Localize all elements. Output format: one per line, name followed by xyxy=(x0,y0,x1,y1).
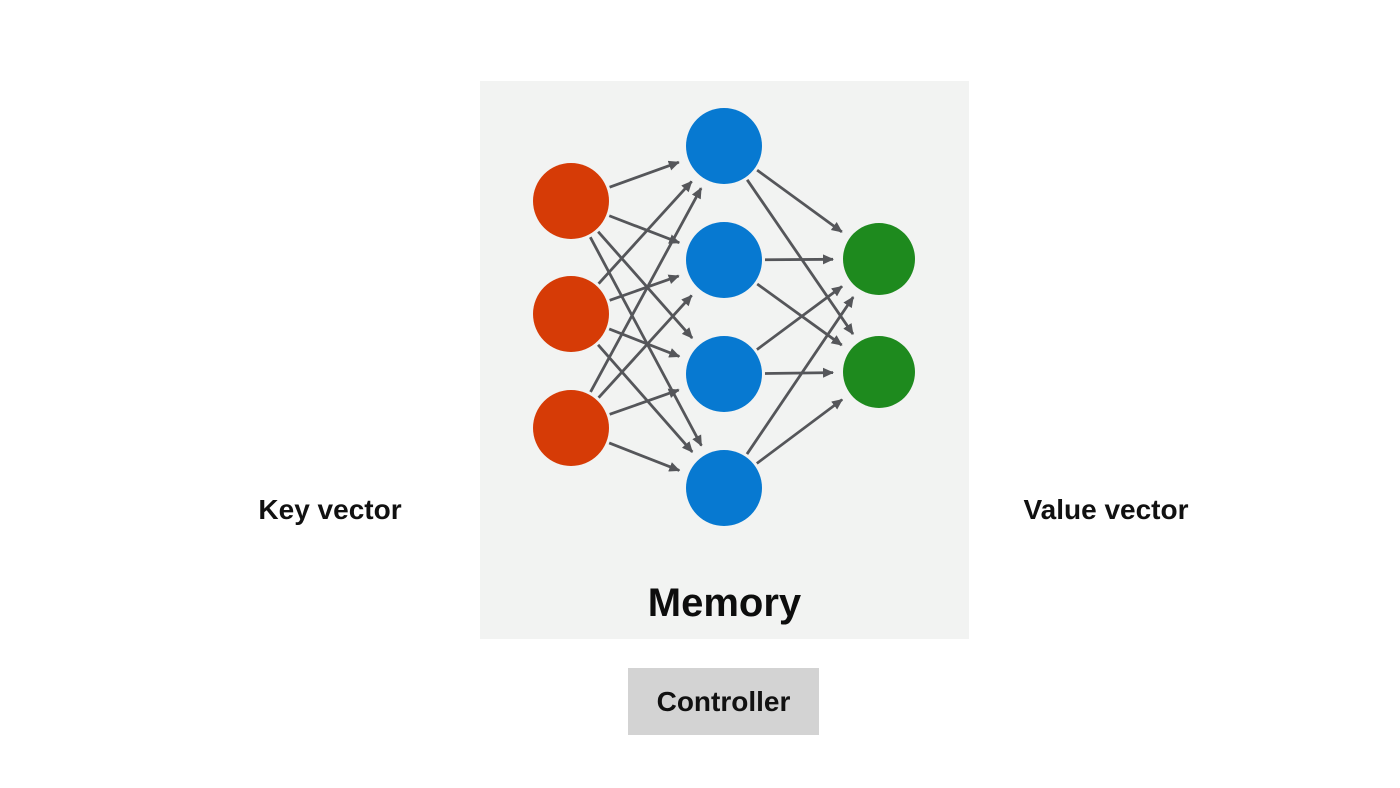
memory-node-3 xyxy=(686,336,762,412)
connection-arrow-key0-memory1 xyxy=(608,214,681,245)
key-node-2 xyxy=(533,276,609,352)
connection-arrows xyxy=(589,160,855,472)
memory-node-4 xyxy=(686,450,762,526)
connection-arrow-memory2-value1 xyxy=(764,367,835,378)
connection-arrow-key0-memory3 xyxy=(589,236,703,447)
connection-arrow-memory3-value1 xyxy=(755,398,844,465)
value-vector-label: Value vector xyxy=(1023,494,1189,525)
key-node-3 xyxy=(533,390,609,466)
connection-arrow-key2-memory0 xyxy=(589,187,703,393)
value-node-1 xyxy=(843,223,915,295)
network-nodes xyxy=(533,108,915,526)
connection-arrow-memory3-value0 xyxy=(745,296,855,455)
connection-arrow-key0-memory2 xyxy=(597,230,694,339)
connection-arrow-memory0-value0 xyxy=(756,169,843,234)
key-node-1 xyxy=(533,163,609,239)
controller-box: Controller xyxy=(628,668,819,735)
connection-arrow-key1-memory2 xyxy=(608,327,681,358)
connection-arrow-key1-memory0 xyxy=(597,180,693,285)
connection-arrow-key1-memory3 xyxy=(597,343,694,453)
key-vector-label: Key vector xyxy=(258,494,402,525)
connection-arrow-key2-memory3 xyxy=(608,441,681,472)
memory-node-2 xyxy=(686,222,762,298)
memory-panel-label: Memory xyxy=(647,581,802,625)
connection-arrow-memory2-value0 xyxy=(756,285,843,351)
connection-arrow-key0-memory0 xyxy=(609,160,680,189)
connection-arrow-key2-memory2 xyxy=(609,388,680,416)
connection-arrow-memory0-value1 xyxy=(746,179,855,335)
value-node-2 xyxy=(843,336,915,408)
controller-label: Controller xyxy=(656,685,791,717)
connection-arrow-memory1-value1 xyxy=(756,282,843,347)
connection-arrow-key1-memory1 xyxy=(609,274,680,302)
memory-node-1 xyxy=(686,108,762,184)
connection-arrow-key2-memory1 xyxy=(597,294,693,399)
